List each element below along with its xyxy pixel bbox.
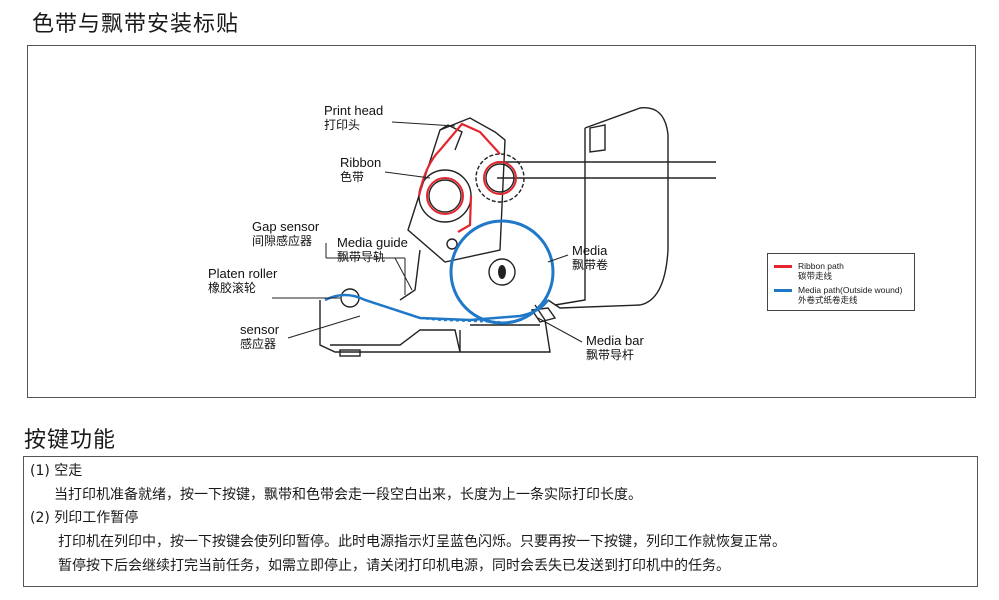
label-media: Media 飘带卷 bbox=[572, 243, 608, 273]
ribbon-path-swatch bbox=[774, 265, 792, 268]
section-title-ribbon-install: 色带与飘带安装标贴 bbox=[32, 12, 240, 37]
label-sensor-en: sensor bbox=[240, 322, 280, 337]
legend-ribbon-path-cn: 碳带走线 bbox=[798, 271, 833, 281]
legend-media-path-en: Media path(Outside wound) bbox=[798, 285, 903, 295]
label-ribbon: Ribbon 色带 bbox=[340, 155, 381, 185]
print-head-frame bbox=[407, 117, 506, 263]
section-title-button-function: 按键功能 bbox=[24, 428, 117, 453]
label-ribbon-cn: 色带 bbox=[340, 170, 365, 184]
media-path-line bbox=[324, 293, 550, 322]
ribbon-path-line bbox=[417, 122, 501, 233]
instructions-frame bbox=[23, 456, 978, 587]
label-platen-roller-cn: 橡胶滚轮 bbox=[208, 281, 257, 295]
label-media-guide: Media guide 飘带导轨 bbox=[337, 235, 408, 265]
label-media-en: Media bbox=[572, 243, 608, 258]
label-media-cn: 飘带卷 bbox=[572, 258, 609, 272]
ribbon-gear bbox=[475, 153, 525, 203]
media-path-swatch bbox=[774, 289, 792, 292]
diagram-frame bbox=[27, 45, 976, 398]
label-print-head-cn: 打印头 bbox=[324, 118, 361, 132]
label-gap-sensor-en: Gap sensor bbox=[252, 219, 320, 234]
platen-roller bbox=[340, 288, 360, 308]
label-platen-roller: Platen roller 橡胶滚轮 bbox=[208, 266, 277, 296]
label-print-head: Print head 打印头 bbox=[324, 103, 383, 133]
printer-base bbox=[319, 300, 551, 353]
label-platen-roller-en: Platen roller bbox=[208, 266, 278, 281]
label-media-guide-cn: 飘带导轨 bbox=[337, 250, 386, 264]
label-sensor-cn: 感应器 bbox=[240, 337, 277, 351]
label-media-bar: Media bar 飘带导杆 bbox=[586, 333, 644, 363]
legend-ribbon-path-en: Ribbon path bbox=[798, 261, 844, 271]
item1-heading: (1) 空走 bbox=[30, 463, 83, 479]
item2-body-line1: 打印机在列印中，按一下按键会使列印暂停。此时电源指示灯呈蓝色闪烁。只要再按一下按… bbox=[58, 534, 786, 550]
media-roll bbox=[449, 219, 555, 325]
legend-media-path-cn: 外卷式纸卷走线 bbox=[798, 295, 858, 305]
label-sensor: sensor 感应器 bbox=[240, 322, 279, 352]
label-print-head-en: Print head bbox=[324, 103, 384, 118]
label-media-guide-en: Media guide bbox=[337, 235, 408, 250]
label-ribbon-en: Ribbon bbox=[340, 155, 382, 170]
label-gap-sensor: Gap sensor 间隙感应器 bbox=[252, 219, 319, 249]
label-gap-sensor-cn: 间隙感应器 bbox=[252, 234, 313, 248]
printer-cover bbox=[547, 107, 669, 309]
label-media-bar-cn: 飘带导杆 bbox=[586, 348, 635, 362]
item2-heading: (2) 列印工作暂停 bbox=[30, 510, 139, 526]
item2-body-line2: 暂停按下后会继续打完当前任务，如需立即停止，请关闭打印机电源，同时会丢失已发送到… bbox=[58, 558, 730, 574]
item1-body: 当打印机准备就绪，按一下按键，飘带和色带会走一段空白出来，长度为上一条实际打印长… bbox=[54, 487, 642, 503]
label-media-bar-en: Media bar bbox=[586, 333, 644, 348]
path-legend: Ribbon path 碳带走线 Media path(Outside woun… bbox=[767, 253, 915, 311]
